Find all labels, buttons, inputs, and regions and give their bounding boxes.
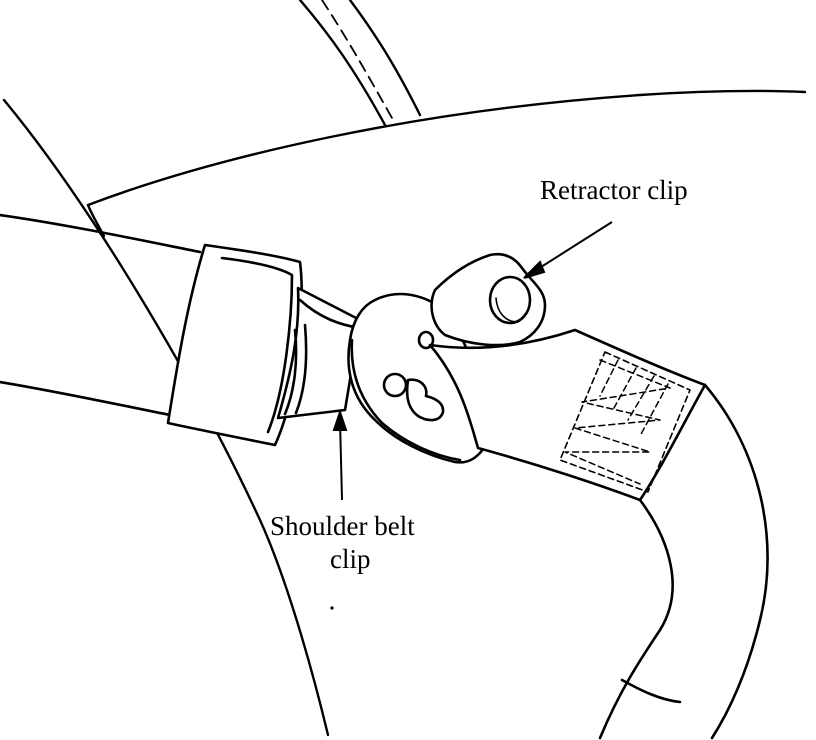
seat-back-edge-line xyxy=(2,98,330,737)
retractor-hole-shade xyxy=(495,297,519,323)
belt-long-outer xyxy=(703,383,769,740)
leader-lines xyxy=(332,221,613,501)
stitch-outline xyxy=(559,351,691,493)
neck-line-lower xyxy=(294,323,308,415)
stitch-zigzag-2 xyxy=(599,359,669,437)
neck-line-mid xyxy=(283,328,298,416)
shoulder-belt-label-line2: clip xyxy=(330,544,371,574)
shoulder-belt-label-line1: Shoulder belt xyxy=(270,511,415,541)
seat-top-seam xyxy=(321,0,393,119)
retractor-clip xyxy=(430,252,547,347)
seat-top-curve xyxy=(298,0,387,127)
seat-outer-curve xyxy=(348,0,422,117)
belt-end-upper xyxy=(428,328,707,502)
belt-top-edge xyxy=(0,213,202,254)
clip-knob xyxy=(382,372,408,398)
retractor-leader-arrow xyxy=(523,260,546,279)
belt-bottom-edge xyxy=(0,380,172,417)
shoulder-leader-line xyxy=(339,419,343,501)
stray-mark xyxy=(330,606,334,610)
sleeve-neck xyxy=(276,286,362,420)
belt-long-fold xyxy=(620,678,682,704)
belt-webbing-left xyxy=(0,213,202,417)
sleeve-inner-edge xyxy=(220,256,294,434)
clip-slot xyxy=(405,378,445,422)
belt-webbing-right xyxy=(428,328,769,740)
seat-upper-edge xyxy=(86,89,807,207)
stitch-zigzag xyxy=(564,359,671,485)
clip-plate-edge xyxy=(350,338,462,462)
belt-long-inner xyxy=(598,498,674,740)
retractor-leader-line xyxy=(529,221,613,275)
retractor-clip-label: Retractor clip xyxy=(540,175,688,205)
shoulder-leader-arrow xyxy=(332,408,348,431)
belt-sleeve xyxy=(166,243,362,447)
sleeve-body xyxy=(166,243,304,447)
